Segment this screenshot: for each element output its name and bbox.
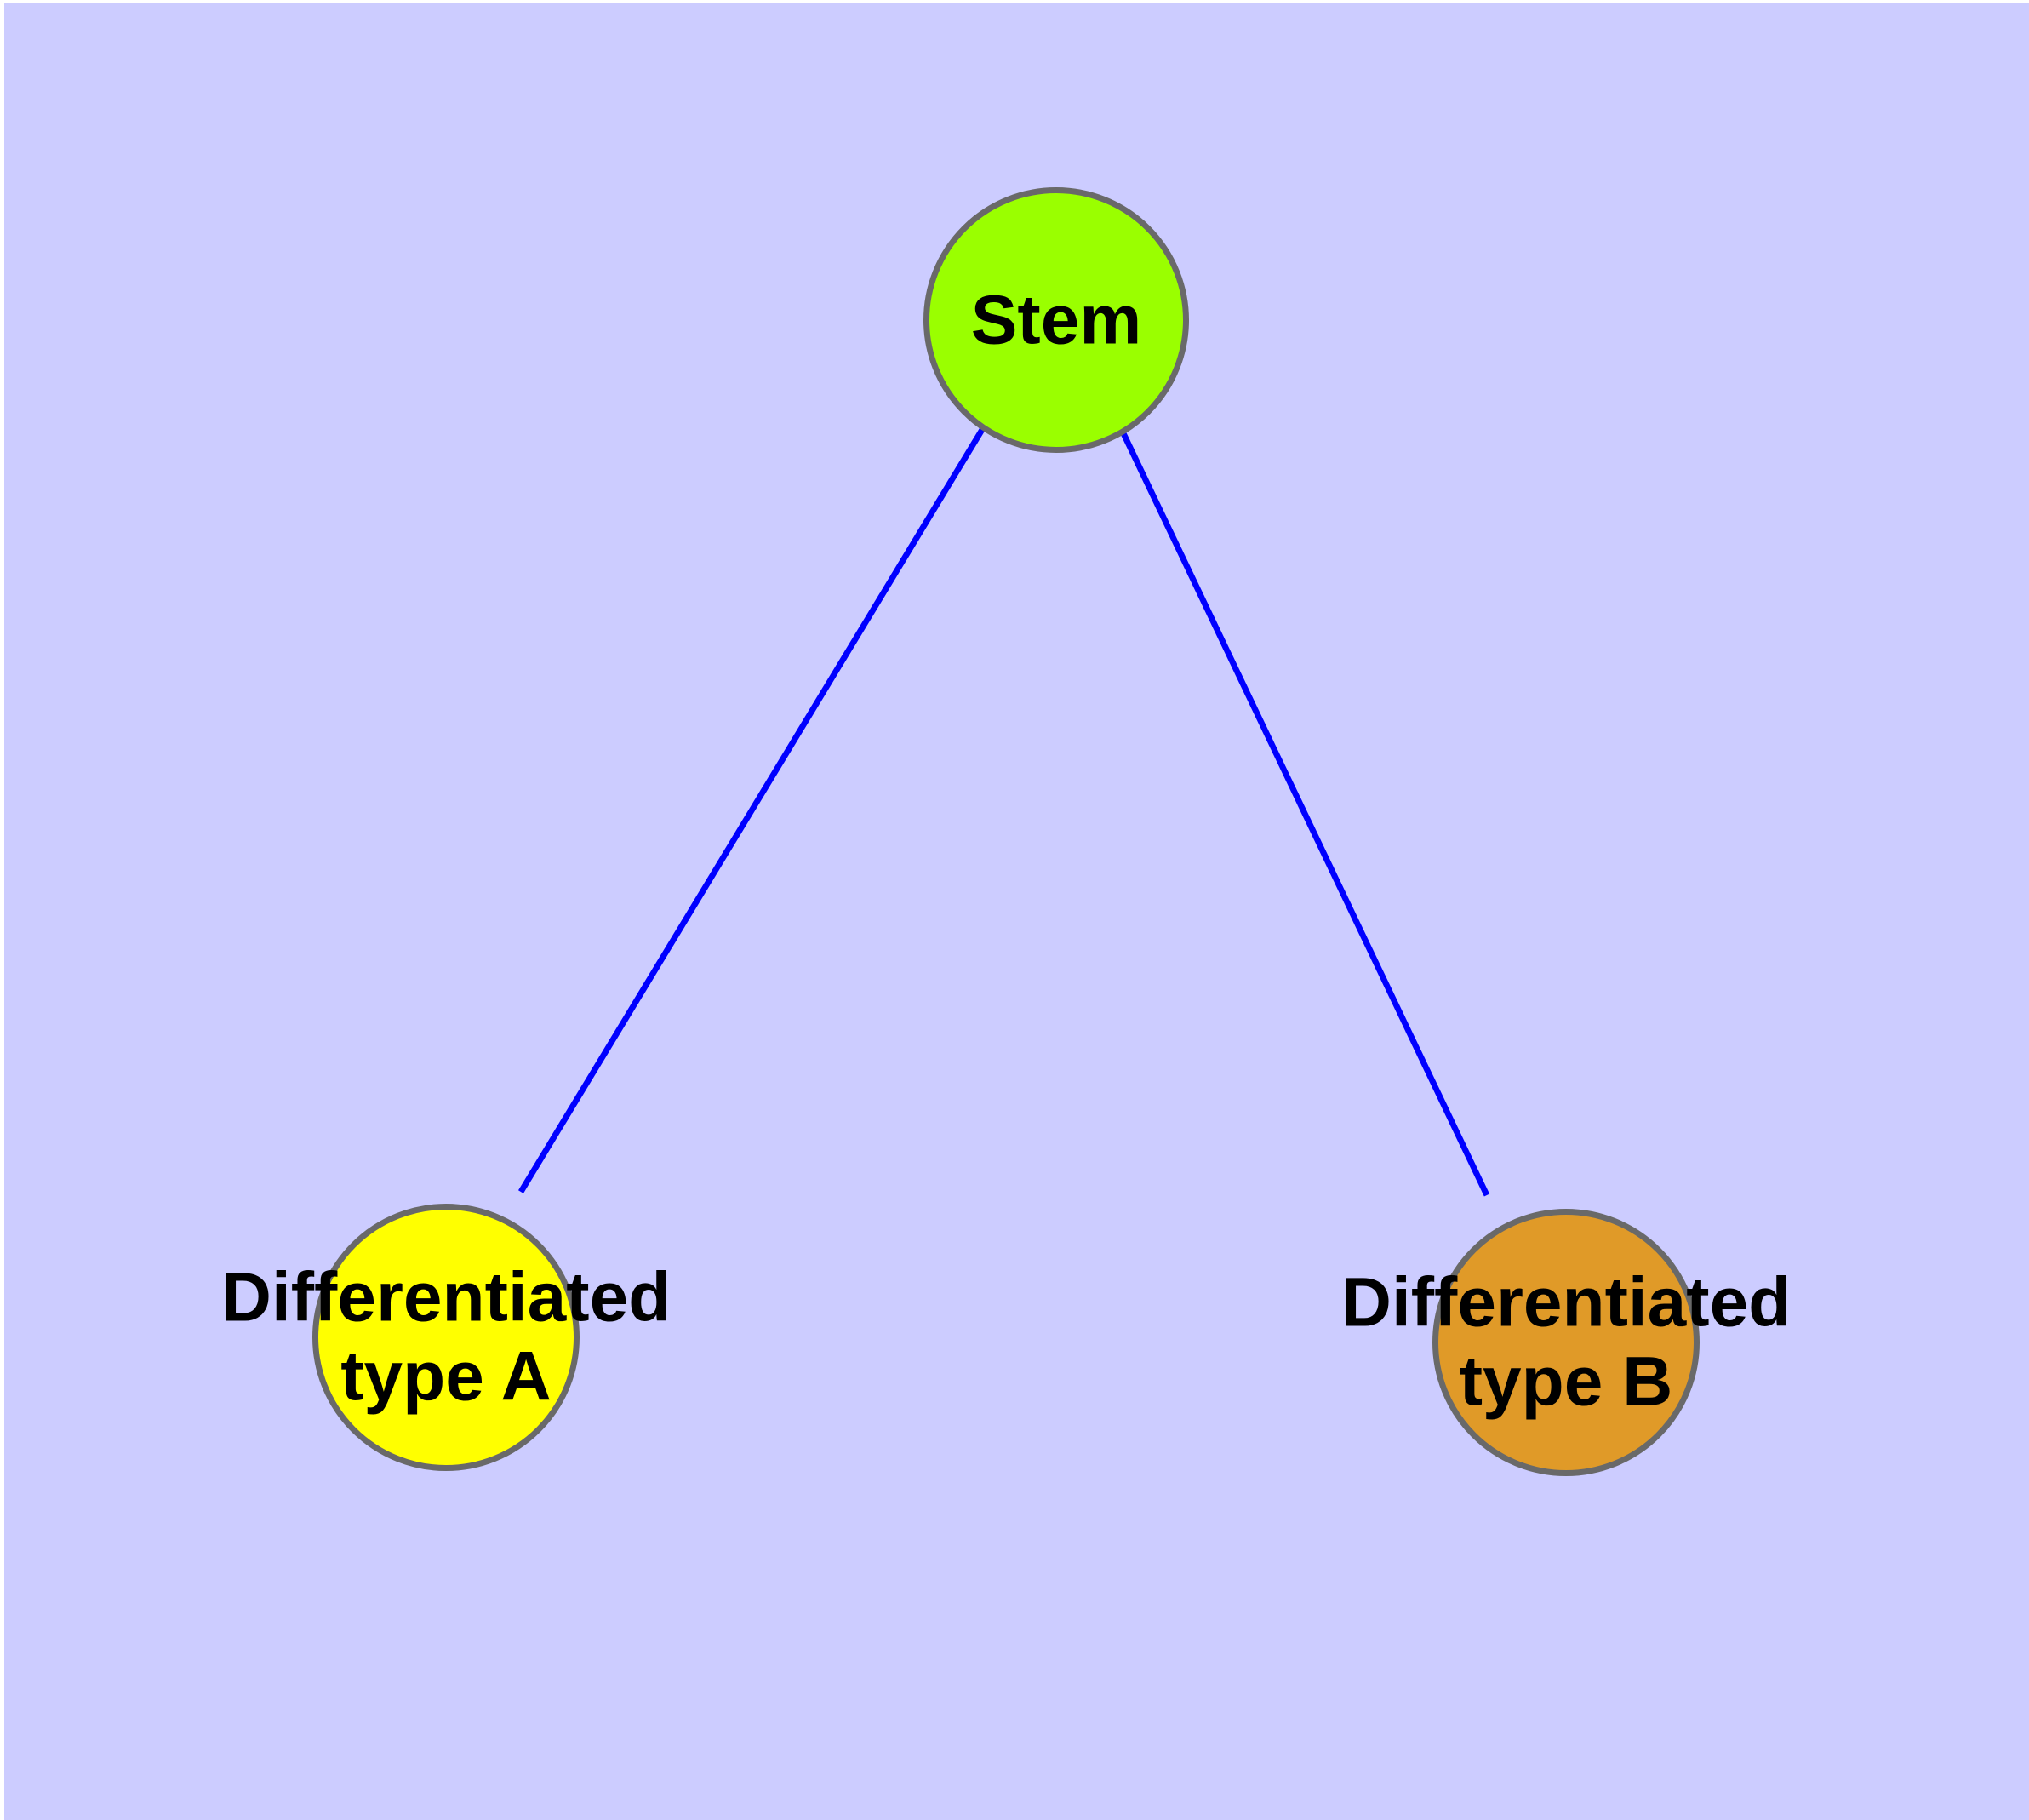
node-stem-label: Stem <box>970 281 1142 359</box>
edge-stem-to-differentiated-type-a <box>518 426 986 1193</box>
node-differentiated-type-b[interactable]: Differentiated type B <box>1341 1209 1791 1476</box>
node-stem[interactable]: Stem <box>923 187 1189 453</box>
label-line-2: type A <box>340 1338 552 1416</box>
edge-stem-to-differentiated-type-b <box>1118 428 1490 1197</box>
node-differentiated-type-a[interactable]: Differentiated type A <box>221 1204 671 1471</box>
edge-layer <box>518 426 1490 1197</box>
graph-plot-area: Stem Differentiated type A Differentiate… <box>4 3 2029 1820</box>
label-line-2: type B <box>1459 1343 1673 1421</box>
